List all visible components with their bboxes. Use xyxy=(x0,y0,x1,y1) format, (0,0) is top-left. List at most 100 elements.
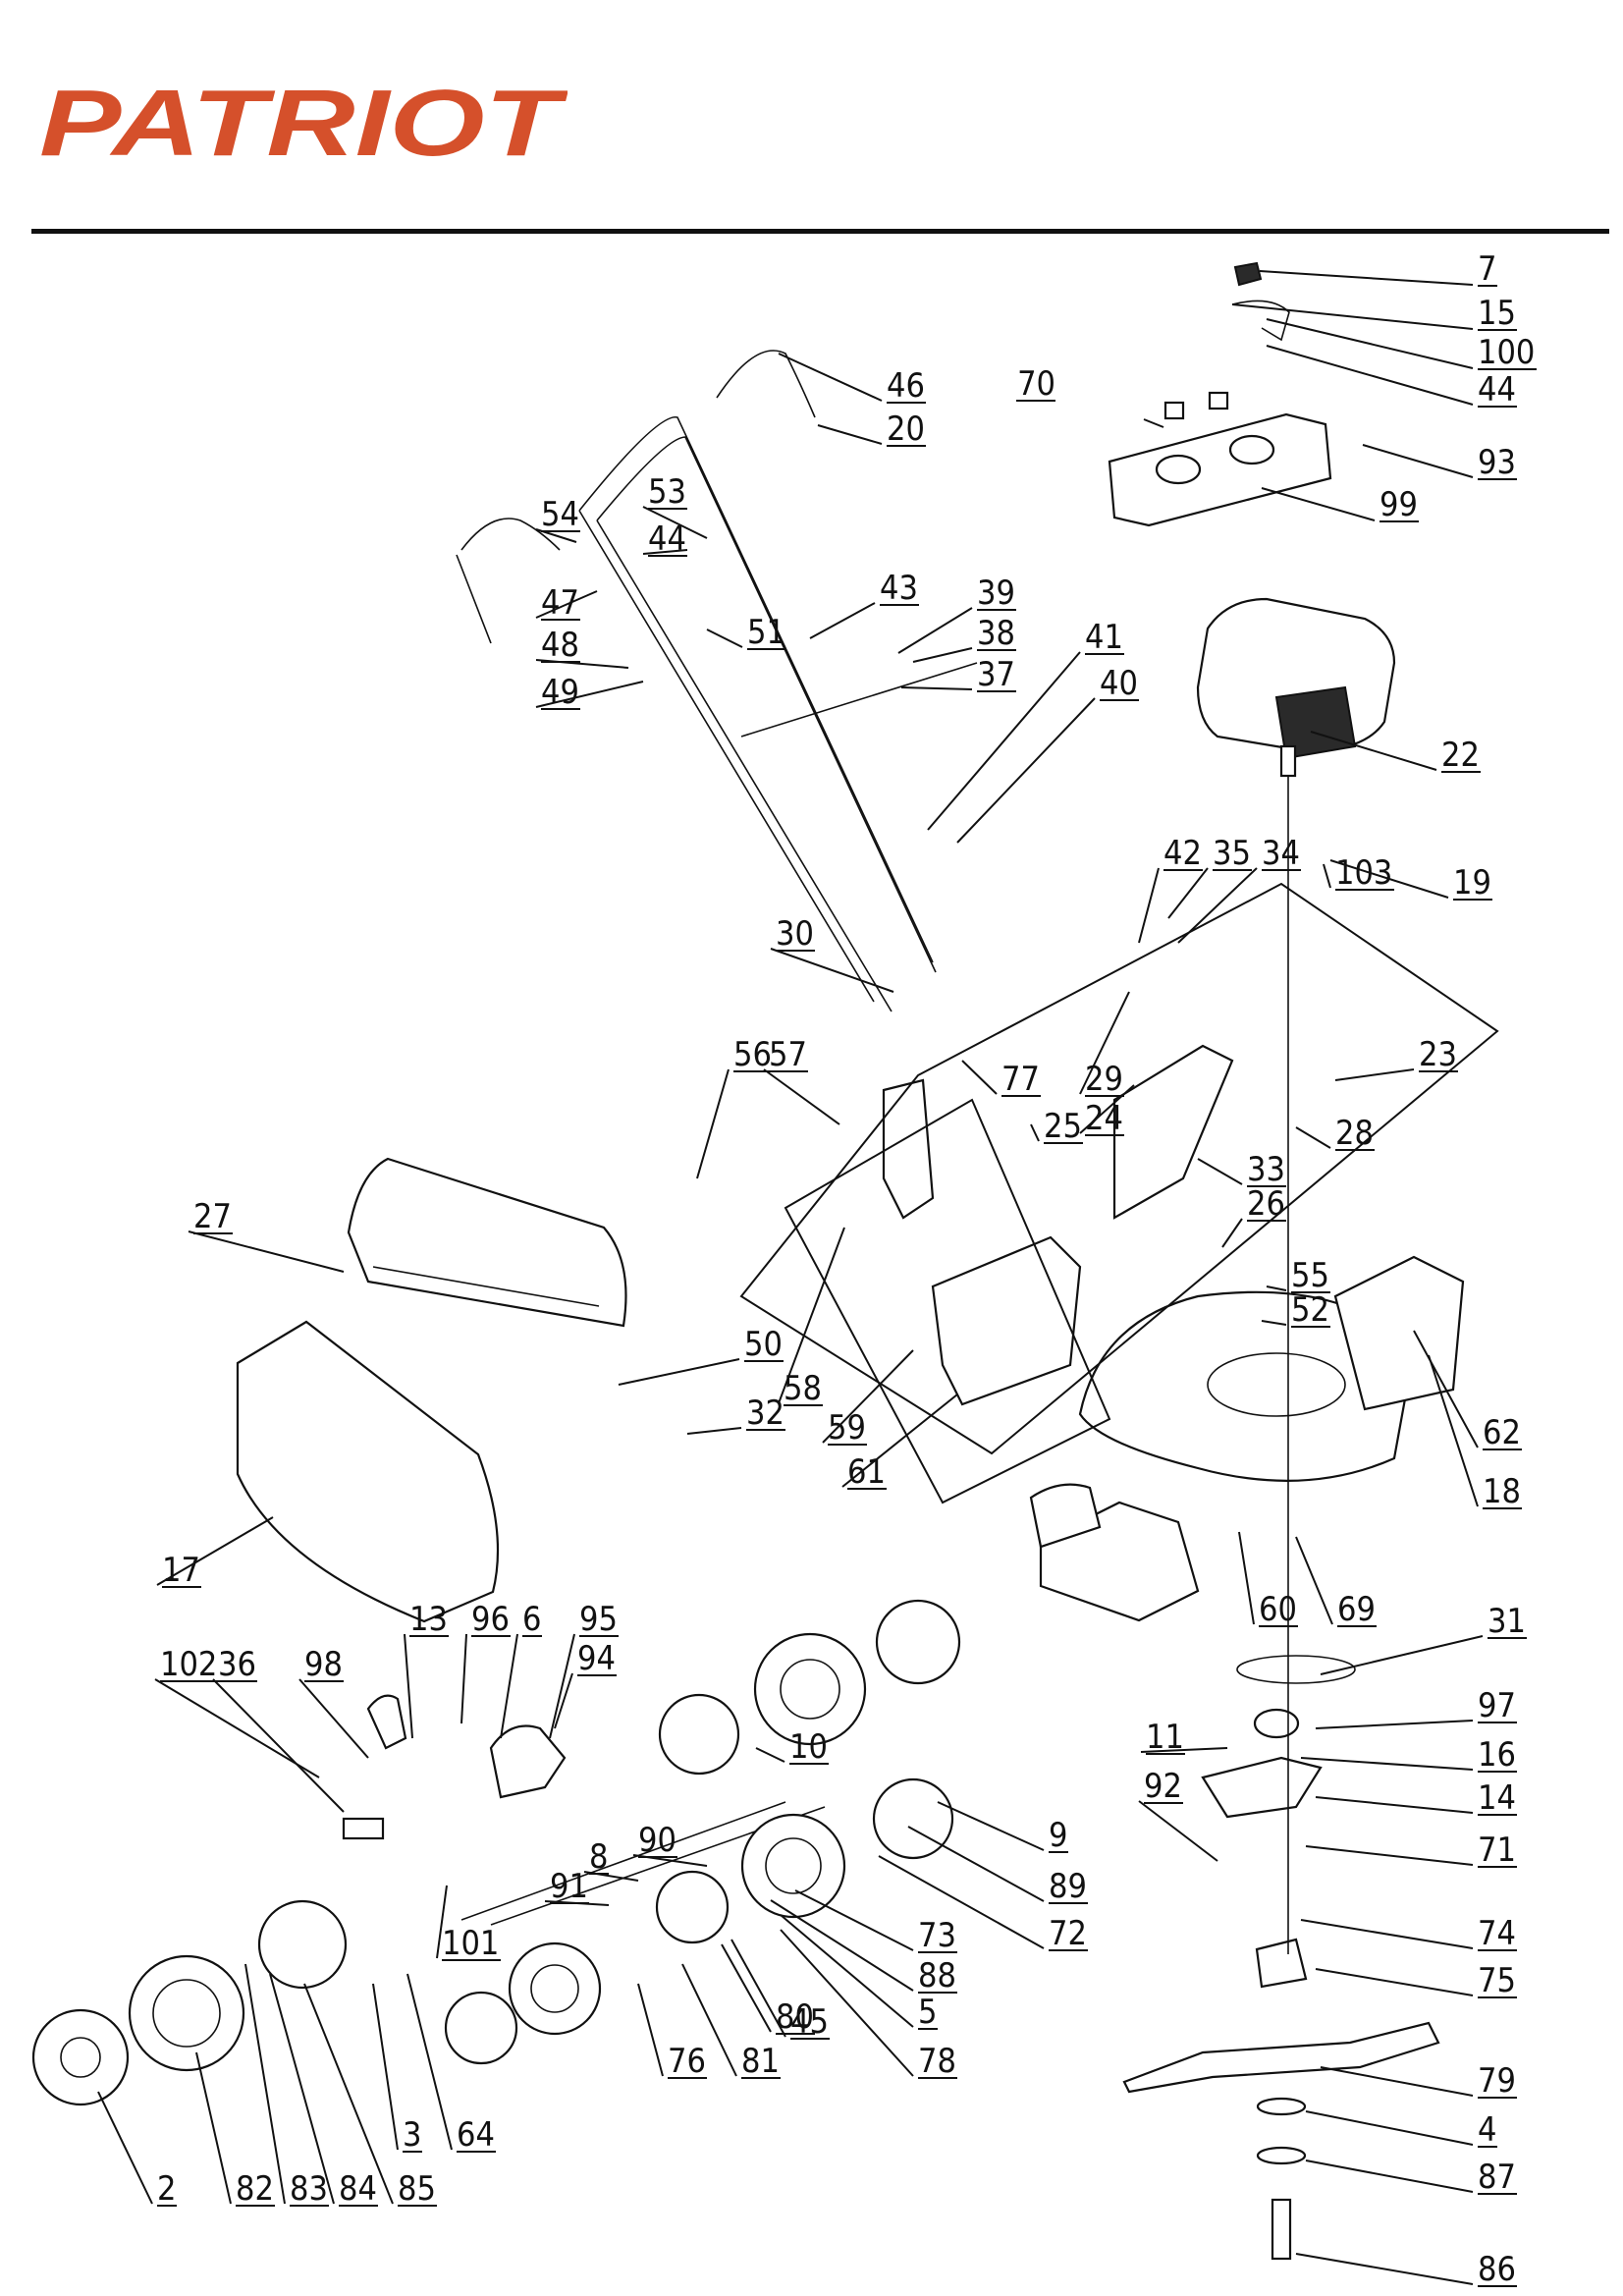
leader-line xyxy=(1305,1845,1474,1866)
callout-69: 69 xyxy=(1295,1536,1377,1629)
callout-82: 82 xyxy=(195,2051,275,2209)
callout-number: 7 xyxy=(1478,249,1496,289)
callout-74: 74 xyxy=(1300,1914,1517,1953)
leader-line xyxy=(554,1672,573,1729)
callout-13: 13 xyxy=(404,1600,449,1739)
callout-71: 71 xyxy=(1305,1831,1517,1870)
callout-77: 77 xyxy=(961,1060,1041,1099)
callout-number: 48 xyxy=(541,626,579,665)
callout-number: 10 xyxy=(789,1727,828,1767)
callout-number: 54 xyxy=(541,495,579,534)
callout-26: 26 xyxy=(1221,1184,1286,1248)
callout-number: 40 xyxy=(1100,664,1138,703)
callout-number: 74 xyxy=(1478,1914,1516,1953)
callout-45: 45 xyxy=(730,1939,830,2042)
leader-line xyxy=(1323,863,1331,889)
patriot-logo: PATRIOT xyxy=(39,77,568,165)
callout-number: 15 xyxy=(1478,294,1516,333)
lever-part xyxy=(1231,300,1290,342)
blade-part xyxy=(1122,2021,1440,2094)
leader-line xyxy=(154,1678,320,1778)
leader-line xyxy=(637,1983,664,2077)
leader-line xyxy=(549,1633,575,1739)
callout-number: 97 xyxy=(1478,1686,1516,1725)
callout-93: 93 xyxy=(1362,443,1517,482)
leader-line xyxy=(927,651,1081,831)
leader-line xyxy=(1295,1536,1333,1625)
leader-line xyxy=(1329,859,1449,899)
exploded-box-2 xyxy=(784,1098,1111,1504)
callout-number: 96 xyxy=(471,1600,510,1639)
callout-95: 95 xyxy=(549,1600,619,1739)
callout-42: 42 xyxy=(1138,834,1203,944)
callout-41: 41 xyxy=(927,618,1124,831)
callout-number: 11 xyxy=(1146,1718,1184,1757)
leader-line xyxy=(681,1963,737,2077)
callout-number: 22 xyxy=(1441,736,1480,775)
leader-line xyxy=(244,1963,286,2205)
callout-99: 99 xyxy=(1261,485,1419,524)
leader-line xyxy=(780,1929,914,2077)
callout-number: 17 xyxy=(162,1551,200,1590)
leader-line xyxy=(817,424,883,445)
leader-line xyxy=(1320,1635,1484,1675)
callout-43: 43 xyxy=(809,569,919,639)
leader-line xyxy=(1261,487,1376,521)
callout-75: 75 xyxy=(1315,1961,1517,2000)
callout-91: 91 xyxy=(544,1867,610,1906)
callout-number: 53 xyxy=(648,472,686,512)
leader-line xyxy=(1320,2066,1474,2097)
callout-number: 72 xyxy=(1049,1914,1087,1953)
knob-part xyxy=(1233,261,1263,287)
leader-line xyxy=(642,549,688,555)
callout-number: 88 xyxy=(918,1956,956,1995)
callout-84: 84 xyxy=(269,1973,378,2209)
leader-line xyxy=(1315,1968,1474,1996)
callout-number: 82 xyxy=(236,2169,274,2209)
callout-number: 69 xyxy=(1337,1590,1376,1629)
part-drawings xyxy=(31,261,1465,2261)
callout-6: 6 xyxy=(500,1600,542,1739)
callout-60: 60 xyxy=(1238,1531,1298,1629)
callout-61: 61 xyxy=(841,1394,958,1492)
callout-number: 62 xyxy=(1483,1413,1521,1452)
callout-97: 97 xyxy=(1315,1686,1517,1729)
callout-number: 73 xyxy=(918,1916,956,1955)
callout-number: 19 xyxy=(1453,863,1491,902)
callout-number: 8 xyxy=(589,1837,608,1877)
leader-line xyxy=(195,2051,232,2205)
callout-14: 14 xyxy=(1315,1778,1517,1818)
callout-51: 51 xyxy=(706,613,786,652)
callout-number: 14 xyxy=(1478,1778,1516,1818)
leader-line xyxy=(1266,318,1474,369)
callout-100: 100 xyxy=(1266,318,1537,372)
callout-number: 81 xyxy=(741,2042,780,2081)
callout-number: 61 xyxy=(847,1452,886,1492)
leader-line xyxy=(1079,991,1130,1095)
bag-frame-part xyxy=(347,1157,627,1328)
callout-number: 57 xyxy=(769,1035,807,1074)
callout-number: 51 xyxy=(747,613,785,652)
leader-line xyxy=(1079,1084,1135,1134)
callout-number: 76 xyxy=(668,2042,706,2081)
callout-49: 49 xyxy=(535,673,644,712)
callout-79: 79 xyxy=(1320,2061,1517,2101)
callout-44: 44 xyxy=(642,519,688,559)
callout-number: 87 xyxy=(1478,2158,1516,2197)
callout-number: 37 xyxy=(977,655,1015,694)
callout-32: 32 xyxy=(686,1394,785,1435)
callout-number: 52 xyxy=(1291,1290,1329,1330)
callout-34: 34 xyxy=(1177,834,1301,944)
callout-number: 99 xyxy=(1380,485,1418,524)
callout-number: 9 xyxy=(1049,1816,1067,1855)
callout-number: 85 xyxy=(398,2169,436,2209)
callout-17: 17 xyxy=(156,1516,274,1590)
callout-48: 48 xyxy=(535,626,629,669)
callout-number: 64 xyxy=(457,2115,495,2155)
leader-line xyxy=(907,1826,1045,1902)
callout-number: 38 xyxy=(977,614,1015,653)
callout-number: 18 xyxy=(1483,1472,1521,1511)
callout-28: 28 xyxy=(1295,1114,1375,1153)
leader-line xyxy=(706,629,743,648)
callout-57: 57 xyxy=(763,1035,840,1125)
